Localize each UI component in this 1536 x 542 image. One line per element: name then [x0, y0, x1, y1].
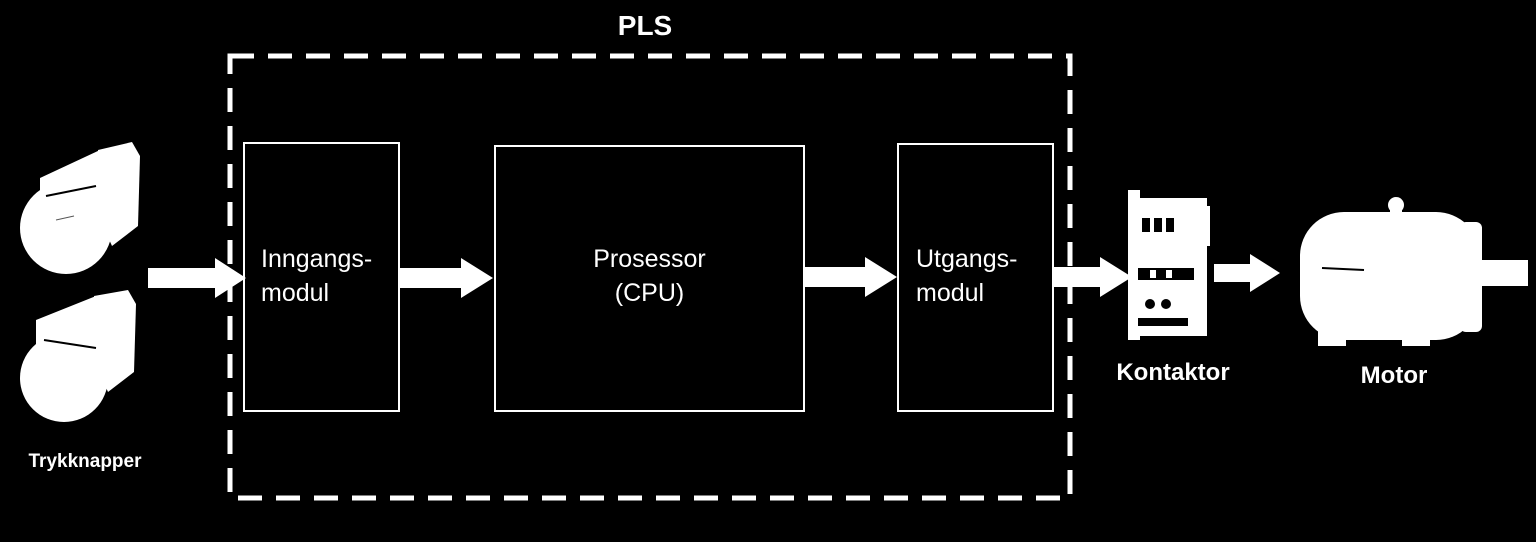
input-module-label-line2: modul [261, 279, 330, 307]
pushbutton-icon-top [20, 142, 140, 274]
output-module-label-line2: modul [916, 279, 985, 307]
processor-label-line2: (CPU) [614, 279, 685, 307]
motor-caption: Motor [1360, 362, 1428, 389]
input-module-label: Inngangs- modul [261, 242, 372, 310]
contactor-icon [1128, 190, 1210, 340]
pushbutton-icon-bottom [20, 290, 136, 422]
output-module-label-line1: Utgangs- [916, 245, 1018, 273]
motor-icon [1300, 197, 1528, 346]
arrow-cpu-to-output [804, 257, 897, 297]
arrow-output-to-contactor [1053, 257, 1132, 297]
arrow-buttons-to-input [148, 258, 246, 298]
output-module-label: Utgangs- modul [916, 242, 1017, 310]
processor-label: Prosessor (CPU) [495, 242, 804, 310]
arrow-input-to-cpu [399, 258, 493, 298]
processor-label-line1: Prosessor [593, 245, 706, 273]
contactor-caption: Kontaktor [1116, 359, 1230, 386]
pls-title: PLS [617, 10, 673, 41]
arrow-contactor-to-motor [1214, 254, 1280, 292]
pushbuttons-caption: Trykknapper [28, 451, 142, 472]
pls-dashed-boundary [227, 53, 1073, 501]
input-module-label-line1: Inngangs- [261, 245, 373, 273]
